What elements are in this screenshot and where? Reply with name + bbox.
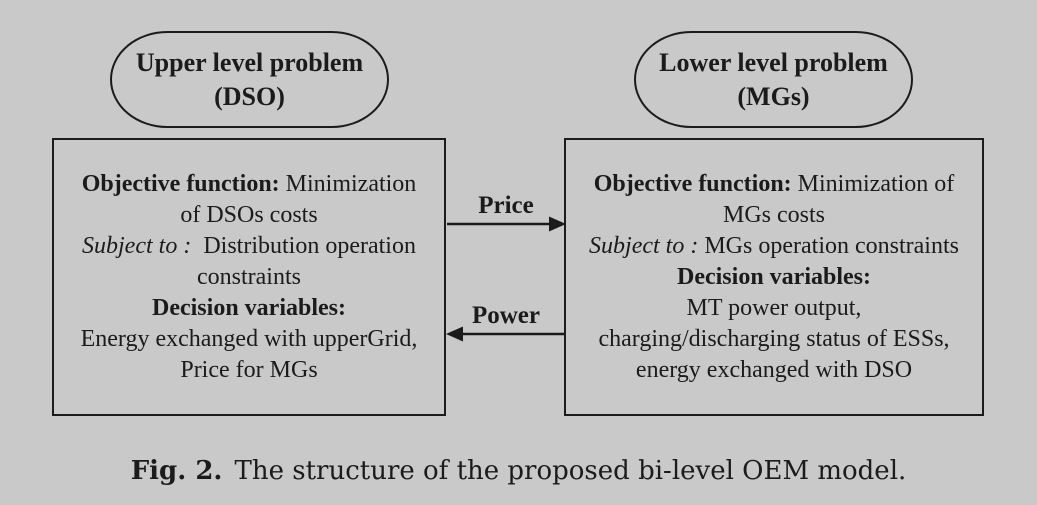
- lower-objective-label: Objective function:: [593, 170, 792, 197]
- upper-subject-line2: constraints: [197, 263, 301, 290]
- lower-bubble-title: Lower level problem: [659, 47, 888, 77]
- lower-problem-box: Objective function: Minimization of MGs …: [564, 138, 984, 416]
- upper-problem-bubble: Upper level problem (DSO): [110, 31, 389, 128]
- lower-objective-text: Minimization of: [791, 170, 955, 197]
- lower-bubble-subtitle: (MGs): [737, 81, 810, 111]
- upper-objective-label: Objective function:: [81, 170, 280, 197]
- upper-subject-text: Distribution operation: [191, 232, 416, 259]
- upper-bubble-subtitle: (DSO): [214, 81, 285, 111]
- upper-objective-line: Objective function: Minimization: [54, 169, 444, 200]
- upper-bubble-title: Upper level problem: [135, 47, 364, 77]
- lower-decision-line1: MT power output,: [686, 294, 862, 321]
- lower-problem-bubble: Lower level problem (MGs): [634, 31, 913, 128]
- lower-objective-line: Objective function: Minimization of: [566, 169, 982, 200]
- figure-caption-number: Fig. 2.: [130, 456, 223, 486]
- upper-objective-text: Minimization: [279, 170, 417, 197]
- lower-subject-line: Subject to : MGs operation constraints: [566, 231, 982, 262]
- lower-decision-line3: energy exchanged with DSO: [635, 356, 913, 383]
- upper-objective-line2: of DSOs costs: [180, 201, 318, 228]
- upper-decision-line2: Price for MGs: [180, 356, 318, 383]
- lower-decision-label: Decision variables:: [677, 263, 871, 290]
- upper-decision-label: Decision variables:: [152, 294, 346, 321]
- lower-objective-line2: MGs costs: [722, 201, 825, 228]
- figure-caption-text: The structure of the proposed bi-level O…: [234, 456, 907, 486]
- lower-subject-text: MGs operation constraints: [698, 232, 959, 259]
- upper-subject-line: Subject to : Distribution operation: [54, 231, 444, 262]
- upper-subject-label: Subject to :: [82, 232, 192, 259]
- price-arrow-label: Price: [478, 192, 534, 219]
- lower-decision-line2: charging/discharging status of ESSs,: [598, 325, 950, 352]
- lower-subject-label: Subject to :: [589, 232, 699, 259]
- upper-problem-box: Objective function: Minimization of DSOs…: [52, 138, 446, 416]
- upper-decision-line1: Energy exchanged with upperGrid,: [80, 325, 418, 352]
- power-arrow-label: Power: [471, 302, 541, 329]
- figure-caption: Fig. 2. The structure of the proposed bi-…: [0, 452, 1037, 490]
